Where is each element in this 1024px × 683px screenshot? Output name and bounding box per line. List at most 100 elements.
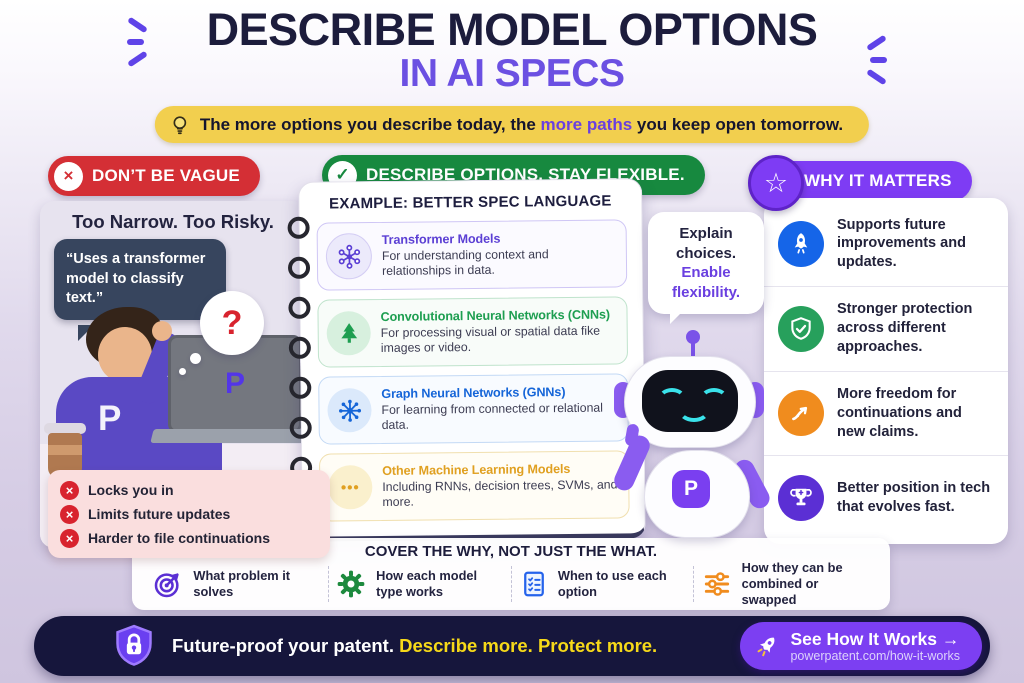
benefit-row: Supports future improvements and updates… [764,202,1008,286]
model-option-cnns: Convolutional Neural Networks (CNNs) For… [317,296,629,368]
robot-antenna [691,342,695,358]
tagline-accent: Describe more. Protect more. [399,635,658,656]
notebook-title: EXAMPLE: BETTER SPEC LANGUAGE [329,192,612,213]
ellipsis-dots-icon: ••• [328,465,373,510]
option-title: Graph Neural Networks (GNNs) [381,384,566,401]
list-item: × Locks you in [60,480,318,500]
model-option-list: Transformer Models For understanding con… [316,219,630,530]
warning-text: Limits future updates [88,506,231,522]
trending-up-icon [778,390,824,437]
shield-lock-icon [116,624,152,666]
robot-chest-logo: P [672,470,710,508]
banner-highlight: more paths [540,114,633,134]
option-title: Convolutional Neural Networks (CNNs) [380,307,611,324]
robot-antenna-ball [686,330,700,344]
gear-icon [337,570,365,598]
divider [693,566,695,602]
rocket-icon [778,220,824,267]
trophy-icon [778,475,824,522]
see-how-it-works-button[interactable]: See How It Works → powerpatent.com/how-i… [740,622,982,670]
question-mark: ? [221,303,243,342]
x-circle-icon: × [60,504,79,524]
speech-bubble-tail [670,306,688,324]
warning-text: Harder to file continuations [88,530,271,546]
band-item-text: What problem it solves [193,568,291,599]
spiral-ring [287,256,311,279]
spark-decoration-right [866,34,902,86]
laptop-logo: P [224,367,245,400]
page-title-line1: DESCRIBE MODEL OPTIONS [206,4,818,55]
network-nodes-icon [325,233,373,280]
speech-line2: Enable flexibility. [671,264,741,301]
dont-be-vague-badge: × DON’T BE VAGUE [48,156,260,196]
target-icon [155,573,179,598]
divider [510,566,512,602]
spiral-ring [288,296,311,319]
benefits-card: Supports future improvements and updates… [764,198,1008,544]
band-item-text: How they can be combined or swapped [741,560,843,607]
benefit-text: Stronger protection across different app… [837,301,973,356]
footer-cta-bar: Future-proof your patent. Describe more.… [34,616,990,676]
model-option-gnns: Graph Neural Networks (GNNs) For learnin… [318,373,629,445]
band-item: What problem it solves [146,568,328,600]
model-option-other-ml: ••• Other Machine Learning Models Includ… [318,450,630,522]
option-title: Transformer Models [381,231,501,247]
benefit-row: Better position in tech that evolves fas… [764,455,1008,540]
option-description: For learning from connected or relationa… [381,400,604,432]
list-item: × Harder to file continuations [60,528,318,548]
lightbulb-icon [173,115,187,134]
tagline-primary: Future-proof your patent. [172,635,394,656]
laptop-base [150,429,310,443]
graph-asterisk-icon [327,388,372,433]
robot-smile [678,398,710,422]
divider [327,566,329,602]
cta-label: See How It Works → [790,628,960,649]
band-title: COVER THE WHY, NOT JUST THE WHAT. [364,543,658,560]
spiral-ring [289,376,312,399]
robot-eye [658,388,686,410]
x-circle-icon: × [60,528,79,548]
model-option-transformers: Transformer Models For understanding con… [316,219,628,291]
benefit-row: More freedom for continuations and new c… [764,370,1008,456]
page-title-line2: IN AI SPECS [399,52,625,95]
tree-icon [326,311,371,356]
spec-language-notebook: EXAMPLE: BETTER SPEC LANGUAGE [287,178,646,542]
band-item: When to use each option [512,568,694,600]
person-hand [152,321,172,341]
robot-speech-bubble: Explain choices. Enable flexibility. [648,212,764,314]
option-title: Other Machine Learning Models [382,461,571,478]
banner-prefix: The more options you describe today, the [199,114,541,134]
footer-tagline: Future-proof your patent. Describe more.… [172,635,657,657]
vague-quote-bubble: “Uses a transformer model to classify te… [54,239,226,320]
band-item: How each model type works [329,568,511,600]
vague-card-subtitle: Too Narrow. Too Risky. [72,211,274,232]
thought-dot [179,368,186,375]
speech-line1: Explain choices. [675,225,737,262]
spiral-ring [288,336,311,359]
spark-decoration-left [112,16,148,68]
benefit-text: Supports future improvements and updates… [837,216,966,271]
option-description: For processing visual or spatial data fi… [380,323,601,355]
cta-url: powerpatent.com/how-it-works [790,648,960,663]
coffee-cup-lid [44,423,86,434]
checklist-icon [524,571,544,597]
benefit-text: Better position in tech that evolves fas… [837,480,991,516]
badge-label: DON’T BE VAGUE [92,166,240,185]
band-item: How they can be combined or swapped [694,560,876,608]
vague-warning-list: × Locks you in × Limits future updates ×… [48,470,330,558]
badge-label: WHY IT MATTERS [804,171,952,190]
star-icon: ☆ [748,155,804,211]
x-circle-icon: × [60,480,79,500]
option-description: Including RNNs, decision trees, SVMs, an… [382,477,618,509]
shield-check-icon [778,305,824,352]
banner-text: The more options you describe today, the… [200,115,843,135]
key-message-banner: The more options you describe today, the… [154,106,870,143]
banner-suffix: you keep open tomorrow. [632,114,844,134]
coffee-cup-band [48,445,82,455]
benefit-row: Stronger protection across different app… [764,285,1008,371]
spiral-ring [287,216,310,239]
robot-eye [700,388,728,410]
list-item: × Limits future updates [60,504,318,524]
rocket-icon [758,637,775,657]
